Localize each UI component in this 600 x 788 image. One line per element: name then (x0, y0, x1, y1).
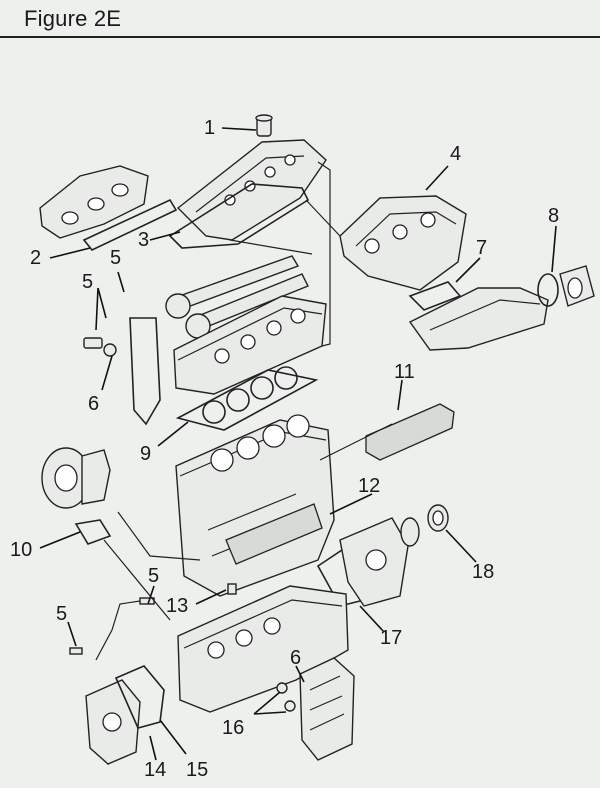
valve-cover-gasket (168, 183, 310, 249)
callout-5-lower: 5 (56, 603, 68, 625)
throttle-body (559, 265, 595, 307)
leader-lines (39, 127, 557, 761)
front-cover (339, 517, 409, 607)
oil-separator (225, 503, 323, 565)
valve-cover (176, 139, 327, 241)
callout-9: 9 (140, 443, 152, 465)
callout-5-mid: 5 (148, 565, 160, 587)
callout-18: 18 (472, 561, 495, 583)
callout-10: 10 (10, 539, 33, 561)
sensor-lower (69, 647, 83, 655)
dowel-pins (276, 682, 296, 712)
camshafts (165, 255, 309, 339)
cylinder-block (175, 414, 335, 597)
intake-manifold (339, 195, 467, 291)
callout-5-left: 5 (82, 271, 94, 293)
intake-plenum (408, 287, 549, 351)
crank-seal (427, 504, 449, 532)
turbocharger (41, 447, 111, 509)
title-rule (0, 36, 600, 38)
callout-6-lower: 6 (290, 647, 302, 669)
head-gasket (175, 366, 319, 431)
callout-7: 7 (476, 237, 488, 259)
cylinder-head (173, 295, 327, 395)
oil-filler-cap (255, 114, 273, 137)
callout-17: 17 (380, 627, 403, 649)
crank-pulley (400, 517, 420, 547)
intake-gasket (408, 281, 462, 311)
callout-11: 11 (394, 361, 415, 383)
callout-16: 16 (222, 717, 245, 739)
callout-1: 1 (204, 117, 216, 139)
turbo-gasket (74, 519, 112, 545)
exhaust-manifold (39, 165, 149, 239)
rear-cover (85, 679, 141, 765)
block-plug (227, 583, 237, 595)
cam-sensor (83, 337, 117, 357)
throttle-gasket (537, 273, 559, 307)
callout-13: 13 (166, 595, 189, 617)
callout-12: 12 (358, 475, 381, 497)
figure-title: Figure 2E (24, 6, 122, 31)
timing-chain (129, 317, 161, 426)
callout-14: 14 (144, 759, 167, 781)
manifold-stay (365, 403, 455, 461)
exhaust-manifold-gasket (82, 198, 178, 251)
callout-2: 2 (30, 247, 42, 269)
callout-15: 15 (186, 759, 209, 781)
callout-4: 4 (450, 143, 462, 165)
rear-cover-gasket (114, 665, 165, 729)
sensor-upper (95, 597, 155, 661)
callout-6-upper: 6 (88, 393, 100, 415)
callout-5-upper: 5 (110, 247, 122, 269)
guide-lines (103, 161, 393, 621)
callout-8: 8 (548, 205, 560, 227)
oil-pump (299, 657, 355, 761)
callout-3: 3 (138, 229, 150, 251)
